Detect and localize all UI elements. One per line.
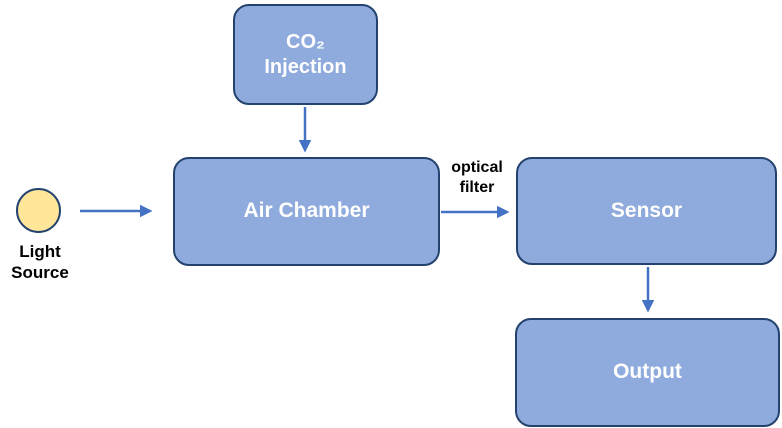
optical-filter-label: optical filter [451,159,503,196]
node-air-chamber: Air Chamber [173,157,440,266]
node-sensor-label: Sensor [610,198,683,222]
node-co2-injection-label: CO₂ Injection [264,30,347,78]
node-co2-injection: CO₂ Injection [233,4,378,105]
node-output-label: Output [613,360,682,384]
light-source-label: Light Source [11,242,69,283]
node-air-chamber-label: Air Chamber [243,199,370,223]
node-sensor: Sensor [516,157,777,265]
light-source-circle-icon [16,188,61,233]
node-output: Output [515,318,780,427]
